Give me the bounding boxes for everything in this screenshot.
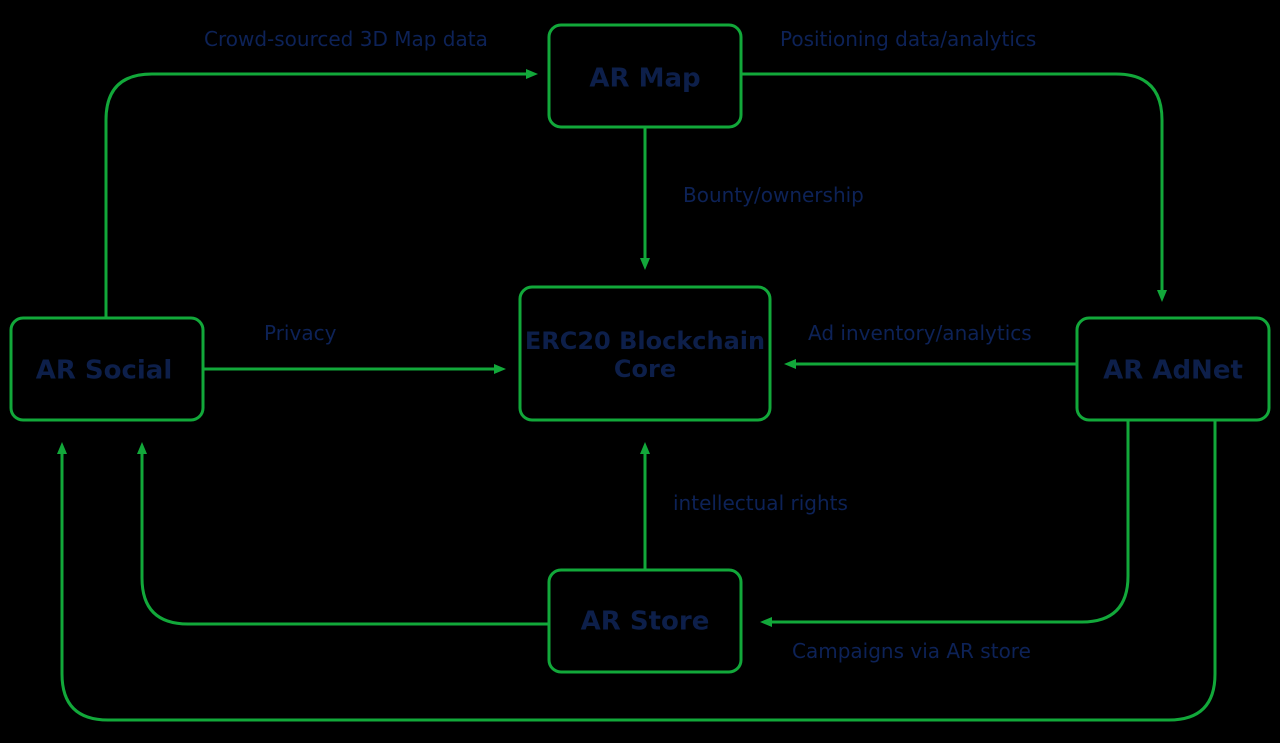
ar-adnet-node[interactable] (1075, 316, 1271, 422)
arrow-map-to-core (640, 258, 650, 270)
label-store-to-core: intellectual rights (673, 491, 848, 515)
label-adnet-to-core: Ad inventory/analytics (808, 321, 1032, 345)
edge-social-to-map (104, 72, 526, 318)
arrow-store-to-social (137, 442, 147, 454)
edge-adnet-to-store (772, 420, 1130, 624)
blockchain-core-node[interactable] (518, 285, 772, 422)
ar-map-title: AR Map (589, 64, 700, 94)
label-social-to-core: Privacy (264, 321, 337, 345)
edge-map-to-adnet (741, 72, 1164, 290)
arrow-map-to-adnet (1157, 290, 1167, 302)
arrow-adnet-to-social (57, 442, 67, 454)
label-map-to-core: Bounty/ownership (683, 183, 864, 207)
label-adnet-to-store: Campaigns via AR store (792, 639, 1031, 663)
arrow-social-to-map (526, 69, 538, 79)
ar-store-title: AR Store (581, 607, 710, 637)
blockchain-core-title-line2: Core (614, 355, 676, 383)
ar-social-title: AR Social (36, 356, 173, 386)
label-map-to-adnet: Positioning data/analytics (780, 27, 1036, 51)
arrow-adnet-to-core (784, 359, 796, 369)
arrow-social-to-core (494, 364, 506, 374)
arrow-store-to-core (640, 442, 650, 454)
label-social-to-map: Crowd-sourced 3D Map data (204, 27, 488, 51)
blockchain-core-title-line1: ERC20 Blockchain (525, 327, 765, 355)
edge-adnet-to-social (60, 420, 1217, 722)
arrow-adnet-to-store (760, 617, 772, 627)
ar-adnet-title: AR AdNet (1103, 356, 1243, 386)
edge-store-to-social (140, 454, 549, 626)
